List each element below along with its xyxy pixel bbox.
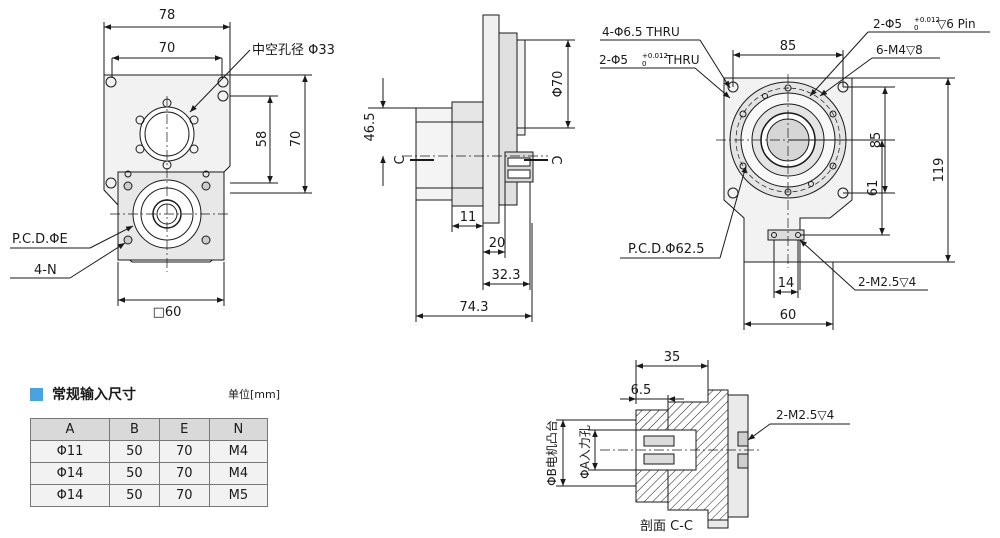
section-c-right: C xyxy=(548,155,563,164)
table-row: Φ11 50 70 M4 xyxy=(30,440,269,463)
section-c-left: C xyxy=(393,155,408,164)
dim-60-bottom: 60 xyxy=(780,308,797,323)
dim-78: 78 xyxy=(159,8,176,23)
section-caption: 剖面 C-C xyxy=(640,519,693,534)
section-view-labels: 35 6.5 2-M2.5▽4 ΦB电机凸台 ΦA入力孔 剖面 C-C xyxy=(544,350,834,534)
dim-14: 14 xyxy=(778,276,795,291)
m2-5-holes-label: 2-M2.5▽4 xyxy=(858,275,916,289)
side-view xyxy=(368,14,575,322)
pin-holes-label: 2-Φ5 xyxy=(873,17,902,31)
m4-holes-label: 6-M4▽8 xyxy=(876,43,923,57)
back-view-labels: 4-Φ6.5 THRU 2-Φ5 +0.012 0 THRU 2-Φ5 +0.0… xyxy=(599,16,976,323)
front-view-labels: 78 70 中空孔径 Φ33 58 70 P.C.D.ΦE 4-N □60 xyxy=(12,8,335,320)
cell-a: Φ14 xyxy=(30,462,110,485)
dim-70-side: 70 xyxy=(289,131,304,148)
header-b: B xyxy=(108,418,160,441)
table-row: Φ14 50 70 M5 xyxy=(30,484,269,507)
cell-b: 50 xyxy=(108,462,160,485)
dim-85-right: 85 xyxy=(869,132,884,149)
dim-74-3: 74.3 xyxy=(460,300,489,315)
header-a: A xyxy=(30,418,110,441)
dim-58: 58 xyxy=(255,131,270,148)
dim-70-top: 70 xyxy=(159,41,176,56)
dim-85-top: 85 xyxy=(780,39,797,54)
cell-a: Φ14 xyxy=(30,484,110,507)
section-view xyxy=(556,360,850,529)
front-view xyxy=(10,22,312,306)
pin-holes-tol-lower: 0 xyxy=(914,24,918,32)
dim-6-5: 6.5 xyxy=(631,383,652,398)
section-m2-5-label: 2-M2.5▽4 xyxy=(776,408,834,422)
cell-b: 50 xyxy=(108,440,160,463)
pin-thru-tol-lower: 0 xyxy=(642,60,646,68)
pin-thru-label: 2-Φ5 xyxy=(599,53,628,67)
cell-n: M4 xyxy=(208,462,269,485)
dim-61: 61 xyxy=(866,180,881,197)
input-hole-label: ΦA入力孔 xyxy=(578,425,592,479)
table-row: Φ14 50 70 M4 xyxy=(30,462,269,485)
dim-32-3: 32.3 xyxy=(492,268,521,283)
cell-e: 70 xyxy=(158,462,210,485)
motor-boss-label: ΦB电机凸台 xyxy=(544,420,559,486)
cell-b: 50 xyxy=(108,484,160,507)
holes-4n-label: 4-N xyxy=(34,263,57,278)
back-view xyxy=(600,31,990,330)
header-n: N xyxy=(208,418,269,441)
dim-20: 20 xyxy=(489,236,506,251)
spec-table-header: 常规输入尺寸 单位[mm] xyxy=(30,383,280,405)
header-e: E xyxy=(158,418,210,441)
spec-table-title: 常规输入尺寸 xyxy=(52,387,136,403)
pin-thru-tol-upper: +0.012 xyxy=(642,52,668,60)
pcd-62-5-label: P.C.D.Φ62.5 xyxy=(628,242,704,257)
dim-35: 35 xyxy=(664,350,681,365)
pin-holes-depth: ▽6 Pin xyxy=(937,17,976,31)
pcd-e-label: P.C.D.ΦE xyxy=(12,232,68,247)
cell-e: 70 xyxy=(158,484,210,507)
pin-thru-suffix: THRU xyxy=(665,53,699,67)
dim-square-60: □60 xyxy=(153,305,182,320)
cell-a: Φ11 xyxy=(30,440,110,463)
square-marker-icon xyxy=(30,387,43,401)
table-header-row: A B E N xyxy=(30,418,269,441)
holes-thru-label: 4-Φ6.5 THRU xyxy=(602,25,680,39)
dim-11: 11 xyxy=(460,210,477,225)
dim-119: 119 xyxy=(932,158,947,183)
hollow-bore-label: 中空孔径 Φ33 xyxy=(252,43,335,58)
dim-dia-70: Φ70 xyxy=(551,71,566,98)
spec-table: A B E N Φ11 50 70 M4 Φ14 50 70 M4 Φ14 50… xyxy=(30,418,269,507)
spec-table-unit: 单位[mm] xyxy=(227,388,280,401)
cell-n: M4 xyxy=(208,440,269,463)
dim-46-5: 46.5 xyxy=(363,113,378,142)
cell-e: 70 xyxy=(158,440,210,463)
cell-n: M5 xyxy=(208,484,269,507)
pin-holes-tol-upper: +0.012 xyxy=(914,16,940,24)
side-view-labels: 46.5 Φ70 C C 11 20 32.3 74.3 xyxy=(363,71,566,315)
